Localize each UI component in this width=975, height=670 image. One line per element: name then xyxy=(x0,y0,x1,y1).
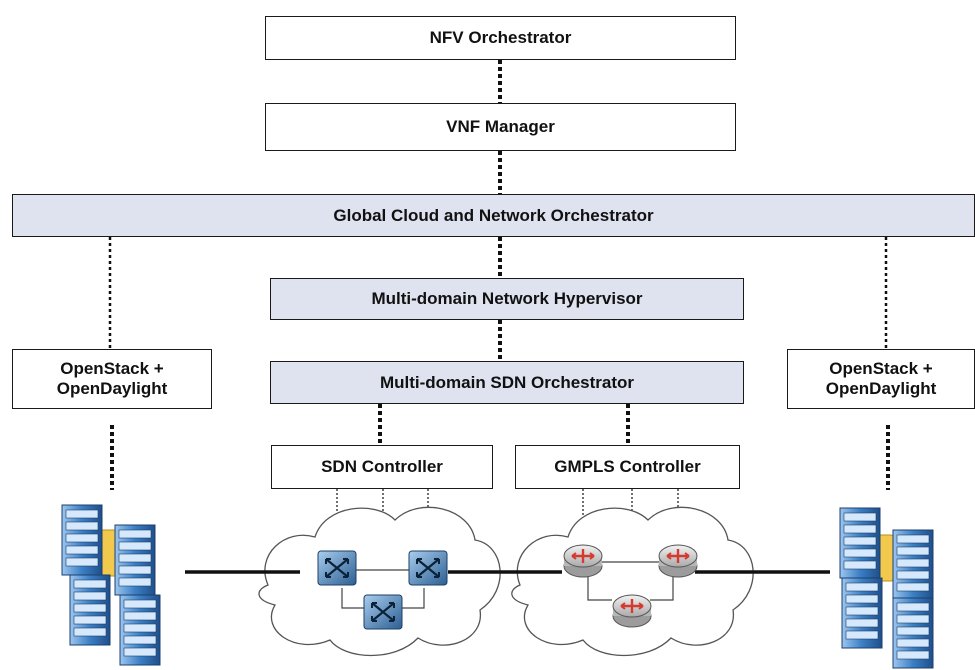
right-cloud-controller-box: OpenStack + OpenDaylight xyxy=(787,349,975,409)
left-cloud-controller-line2: OpenDaylight xyxy=(56,379,168,398)
global-orchestrator-label: Global Cloud and Network Orchestrator xyxy=(333,205,654,225)
sdn-controller-box: SDN Controller xyxy=(271,445,493,489)
sdn-switch-icon xyxy=(407,549,449,587)
nfv-orchestrator-label: NFV Orchestrator xyxy=(429,28,572,48)
left-cloud-controller-line1: OpenStack + xyxy=(60,359,164,379)
global-orchestrator-box: Global Cloud and Network Orchestrator xyxy=(12,194,975,237)
vnf-manager-box: VNF Manager xyxy=(265,103,736,151)
sdn-orchestrator-label: Multi-domain SDN Orchestrator xyxy=(379,372,635,392)
nfv-orchestrator-box: NFV Orchestrator xyxy=(265,16,736,60)
right-cloud-controller-line1: OpenStack + xyxy=(829,359,933,379)
gmpls-controller-box: GMPLS Controller xyxy=(515,445,740,489)
right-cloud-controller-line2: OpenDaylight xyxy=(825,379,937,398)
gmpls-controller-label: GMPLS Controller xyxy=(554,457,701,477)
optical-router-icon xyxy=(657,543,699,579)
vnf-manager-label: VNF Manager xyxy=(446,117,555,137)
network-cloud-icon xyxy=(258,506,754,657)
left-cloud-controller-box: OpenStack + OpenDaylight xyxy=(12,349,212,409)
server-rack-icon xyxy=(839,507,934,669)
sdn-switch-icon xyxy=(316,549,358,587)
network-hypervisor-label: Multi-domain Network Hypervisor xyxy=(371,289,643,309)
sdn-switch-icon xyxy=(362,593,404,631)
optical-router-icon xyxy=(611,593,653,629)
sdn-orchestrator-box: Multi-domain SDN Orchestrator xyxy=(270,361,744,404)
sdn-controller-label: SDN Controller xyxy=(321,457,443,477)
gmpls-domain-cloud xyxy=(511,506,754,657)
optical-router-icon xyxy=(562,543,604,579)
network-hypervisor-box: Multi-domain Network Hypervisor xyxy=(270,278,744,320)
sdn-domain-cloud xyxy=(258,506,501,657)
server-rack-icon xyxy=(61,504,161,666)
